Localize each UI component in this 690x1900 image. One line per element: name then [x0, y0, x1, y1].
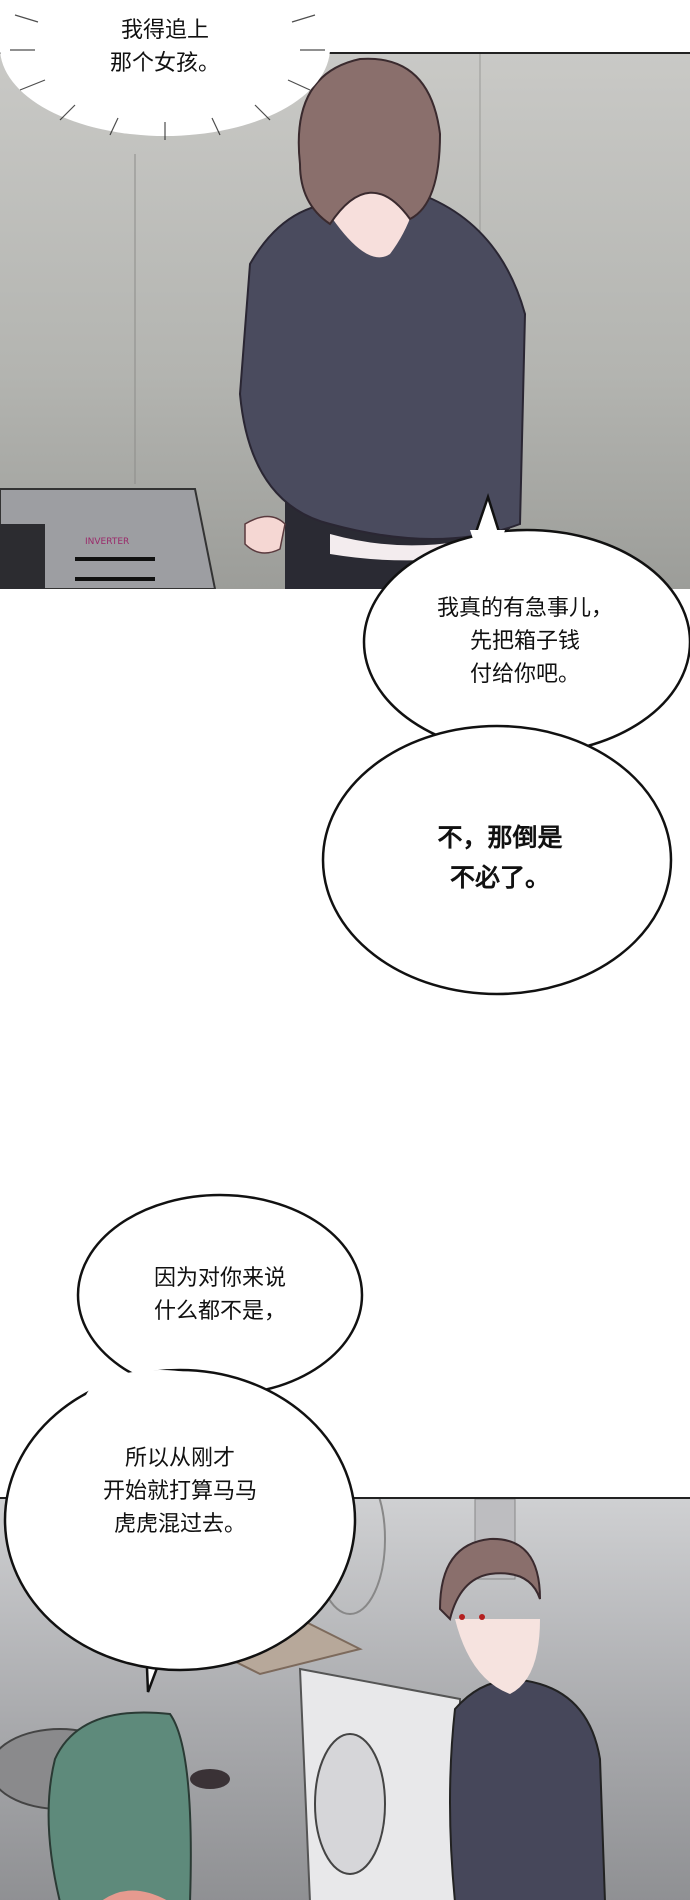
- man-character: [238, 57, 527, 589]
- panel-2-art: [0, 1499, 606, 1900]
- man-character-2: [438, 1537, 606, 1900]
- thought-burst: [0, 0, 330, 140]
- panel-man-looking-down: INVERTER: [0, 52, 690, 589]
- panel-1-art: INVERTER: [0, 54, 527, 589]
- thought-text: 我得追上 那个女孩。: [109, 18, 220, 76]
- panel-man-and-girl: [0, 1497, 690, 1900]
- ac-unit: INVERTER: [0, 488, 217, 589]
- bubble-3-text: 因为对你来说 什么都不是，: [153, 1266, 286, 1324]
- bubble-2-text: 不，那倒是 不必了。: [437, 823, 563, 892]
- bubble-1-text: 我真的有急事儿， 先把箱子钱 付给你吧。: [436, 596, 613, 687]
- girl-character: [47, 1711, 230, 1900]
- bubble-4-text: 所以从刚才 开始就打算马马 虎虎混过去。: [102, 1446, 257, 1537]
- ac-brand-logo: INVERTER: [85, 537, 129, 547]
